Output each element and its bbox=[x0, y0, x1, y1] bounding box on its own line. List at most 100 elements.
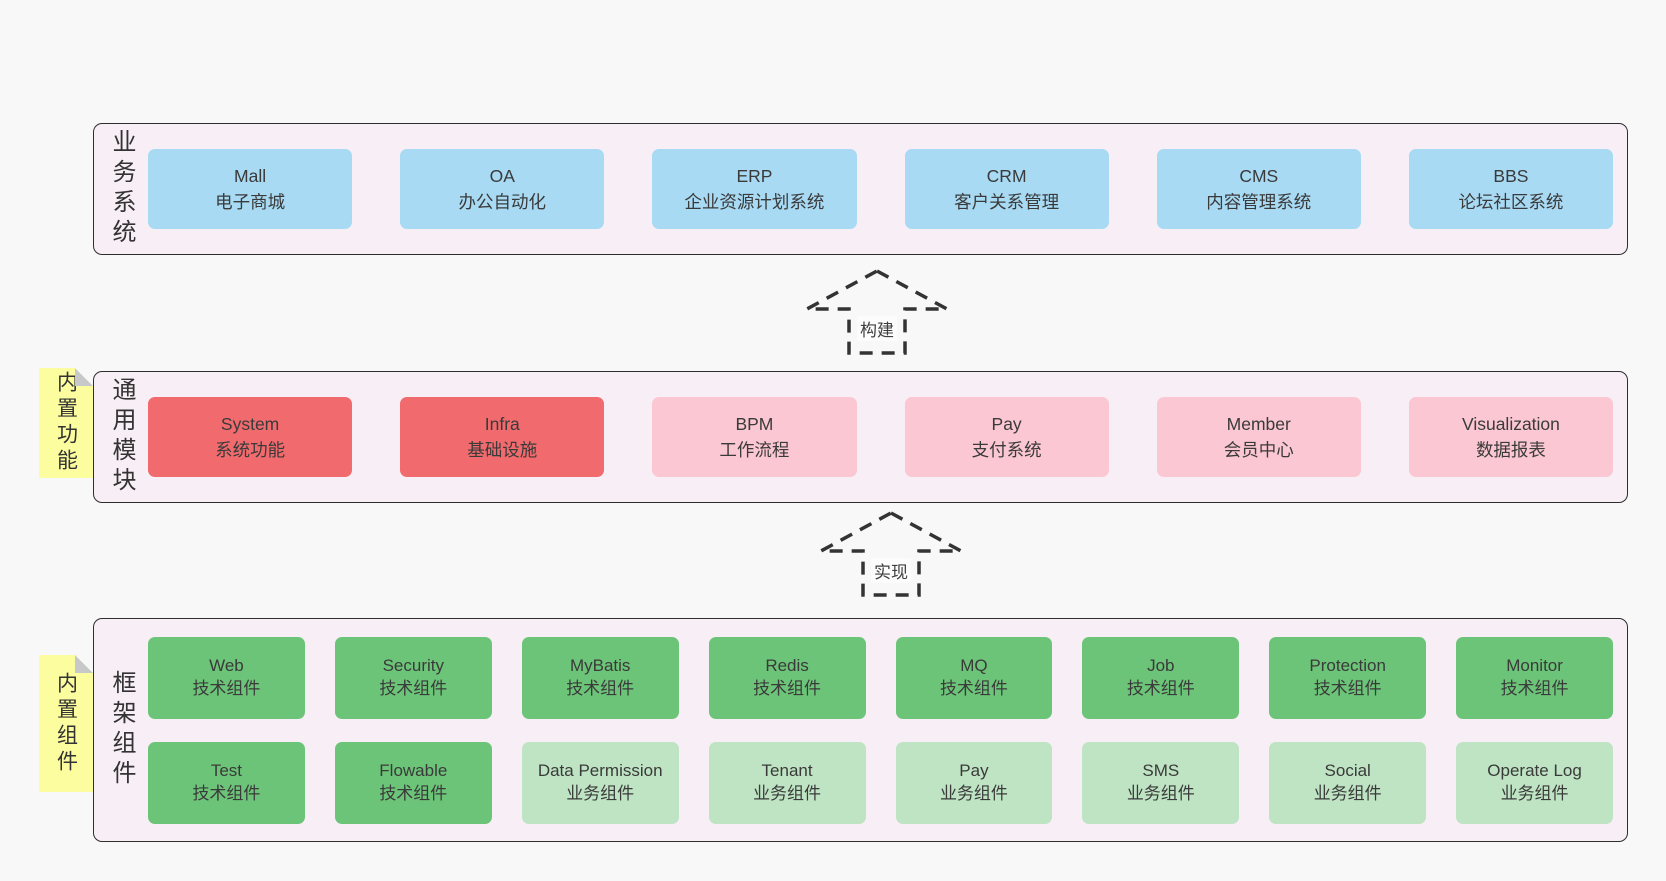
panel-side-label-wrap: 框架组件 bbox=[94, 619, 148, 841]
framework-components-label: 框架组件 bbox=[108, 670, 135, 790]
box-cms: CMS 内容管理系统 bbox=[1156, 149, 1361, 229]
up-arrow-icon bbox=[820, 511, 962, 597]
box-subtitle: 技术组件 bbox=[379, 678, 448, 698]
box-flowable: Flowable 技术组件 bbox=[334, 741, 492, 824]
box-title: Web bbox=[209, 655, 244, 675]
component-row-2: Test 技术组件 Flowable 技术组件 Data Permission … bbox=[148, 741, 1613, 824]
box-subtitle: 业务组件 bbox=[939, 783, 1008, 803]
up-arrow-icon bbox=[806, 269, 948, 355]
arrow-build: 构建 bbox=[802, 268, 952, 356]
box-title: Visualization bbox=[1461, 413, 1560, 434]
box-title: Mall bbox=[234, 165, 267, 186]
box-title: Pay bbox=[991, 413, 1022, 434]
box-subtitle: 电子商城 bbox=[215, 192, 286, 212]
box-erp: ERP 企业资源计划系统 bbox=[652, 149, 857, 229]
panel-side-label-wrap: 通用模块 bbox=[94, 372, 148, 502]
box-subtitle: 会员中心 bbox=[1223, 440, 1294, 460]
box-crm: CRM 客户关系管理 bbox=[904, 149, 1109, 229]
box-subtitle: 技术组件 bbox=[1500, 678, 1569, 698]
box-title: OA bbox=[489, 165, 515, 186]
box-social: Social 业务组件 bbox=[1269, 741, 1427, 824]
box-mall: Mall 电子商城 bbox=[148, 149, 353, 229]
arrow-implement-label: 实现 bbox=[871, 558, 911, 583]
box-title: BBS bbox=[1493, 165, 1529, 186]
box-data-permission: Data Permission 业务组件 bbox=[521, 741, 679, 824]
box-title: CMS bbox=[1239, 165, 1279, 186]
box-pay-component: Pay 业务组件 bbox=[895, 741, 1053, 824]
box-title: MQ bbox=[960, 655, 988, 675]
box-pay-module: Pay 支付系统 bbox=[904, 397, 1109, 477]
box-title: Redis bbox=[765, 655, 809, 675]
component-boxes-grid: Web 技术组件 Security 技术组件 MyBatis 技术组件 Redi… bbox=[148, 619, 1627, 841]
sticky-note-text: 内置组件 bbox=[54, 671, 78, 776]
module-boxes-row: System 系统功能 Infra 基础设施 BPM 工作流程 Pay 支付系统… bbox=[148, 372, 1627, 502]
box-protection: Protection 技术组件 bbox=[1269, 636, 1427, 719]
sticky-note-builtin-components: 内置组件 bbox=[39, 655, 93, 792]
box-subtitle: 业务组件 bbox=[1313, 783, 1382, 803]
box-tenant: Tenant 业务组件 bbox=[708, 741, 866, 824]
box-subtitle: 办公自动化 bbox=[458, 192, 547, 212]
box-subtitle: 数据报表 bbox=[1475, 440, 1546, 460]
panel-framework-components: 框架组件 Web 技术组件 Security 技术组件 MyBatis 技术组件… bbox=[93, 618, 1628, 842]
component-row-1: Web 技术组件 Security 技术组件 MyBatis 技术组件 Redi… bbox=[148, 636, 1613, 719]
box-title: Flowable bbox=[379, 760, 448, 780]
box-title: Test bbox=[210, 760, 243, 780]
arrow-build-label: 构建 bbox=[857, 316, 897, 341]
box-subtitle: 支付系统 bbox=[971, 440, 1042, 460]
box-subtitle: 论坛社区系统 bbox=[1458, 192, 1564, 212]
box-subtitle: 系统功能 bbox=[215, 440, 286, 460]
box-title: Operate Log bbox=[1487, 760, 1582, 780]
box-subtitle: 业务组件 bbox=[1500, 783, 1569, 803]
box-title: Social bbox=[1324, 760, 1371, 780]
box-system: System 系统功能 bbox=[148, 397, 353, 477]
box-subtitle: 内容管理系统 bbox=[1206, 192, 1312, 212]
box-title: SMS bbox=[1142, 760, 1180, 780]
box-subtitle: 业务组件 bbox=[1126, 783, 1195, 803]
box-subtitle: 基础设施 bbox=[467, 440, 538, 460]
box-oa: OA 办公自动化 bbox=[400, 149, 605, 229]
box-title: Data Permission bbox=[537, 760, 663, 780]
box-subtitle: 技术组件 bbox=[1126, 678, 1195, 698]
box-mybatis: MyBatis 技术组件 bbox=[521, 636, 679, 719]
box-subtitle: 技术组件 bbox=[379, 783, 448, 803]
box-subtitle: 技术组件 bbox=[1313, 678, 1382, 698]
box-title: Pay bbox=[959, 760, 989, 780]
box-member: Member 会员中心 bbox=[1156, 397, 1361, 477]
sticky-note-text: 内置功能 bbox=[54, 371, 78, 475]
common-modules-label: 通用模块 bbox=[108, 377, 135, 497]
box-job: Job 技术组件 bbox=[1082, 636, 1240, 719]
box-subtitle: 技术组件 bbox=[192, 783, 261, 803]
box-subtitle: 企业资源计划系统 bbox=[684, 192, 825, 212]
box-title: Security bbox=[382, 655, 445, 675]
box-subtitle: 技术组件 bbox=[192, 678, 261, 698]
panel-side-label-wrap: 业务系统 bbox=[94, 124, 148, 254]
arrow-implement: 实现 bbox=[816, 510, 966, 598]
box-sms: SMS 业务组件 bbox=[1082, 741, 1240, 824]
box-web: Web 技术组件 bbox=[148, 636, 305, 719]
box-infra: Infra 基础设施 bbox=[400, 397, 605, 477]
box-subtitle: 技术组件 bbox=[753, 678, 822, 698]
box-title: System bbox=[220, 413, 280, 434]
panel-common-modules: 通用模块 System 系统功能 Infra 基础设施 BPM 工作流程 Pay… bbox=[93, 371, 1628, 503]
folded-corner-icon bbox=[75, 655, 93, 673]
box-title: Monitor bbox=[1506, 655, 1563, 675]
box-subtitle: 工作流程 bbox=[719, 440, 790, 460]
box-subtitle: 业务组件 bbox=[753, 783, 822, 803]
box-title: Member bbox=[1226, 413, 1291, 434]
box-title: ERP bbox=[736, 165, 773, 186]
box-title: Job bbox=[1147, 655, 1175, 675]
box-title: CRM bbox=[986, 165, 1027, 186]
box-subtitle: 客户关系管理 bbox=[954, 192, 1060, 212]
box-subtitle: 技术组件 bbox=[566, 678, 635, 698]
box-redis: Redis 技术组件 bbox=[708, 636, 866, 719]
box-title: Tenant bbox=[761, 760, 813, 780]
box-monitor: Monitor 技术组件 bbox=[1456, 636, 1613, 719]
box-subtitle: 技术组件 bbox=[939, 678, 1008, 698]
box-title: Protection bbox=[1309, 655, 1386, 675]
box-bbs: BBS 论坛社区系统 bbox=[1408, 149, 1614, 229]
box-operate-log: Operate Log 业务组件 bbox=[1456, 741, 1613, 824]
box-security: Security 技术组件 bbox=[334, 636, 492, 719]
box-subtitle: 业务组件 bbox=[566, 783, 635, 803]
folded-corner-icon bbox=[75, 368, 93, 386]
